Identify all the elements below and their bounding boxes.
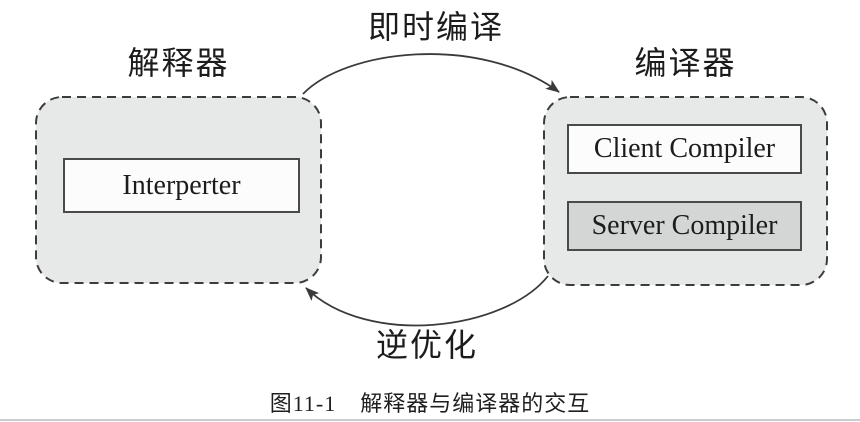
deoptimization-arrow <box>305 275 549 327</box>
compiler-label: 编译器 <box>634 45 737 81</box>
interpreter-box: Interperter <box>63 158 300 213</box>
figure-caption-number: 图11-1 <box>269 391 337 416</box>
server-compiler-box: Server Compiler <box>567 201 802 251</box>
figure-caption-text: 解释器与编译器的交互 <box>360 391 591 416</box>
deopt-arrow-label: 逆优化 <box>375 327 478 363</box>
jit-arrow-label: 即时编译 <box>367 9 504 45</box>
client-compiler-box: Client Compiler <box>567 124 802 174</box>
interpreter-label: 解释器 <box>127 45 230 81</box>
jit-compile-arrow <box>302 53 560 95</box>
bottom-divider <box>0 419 860 421</box>
figure-caption: 图11-1 解释器与编译器的交互 <box>0 386 860 418</box>
